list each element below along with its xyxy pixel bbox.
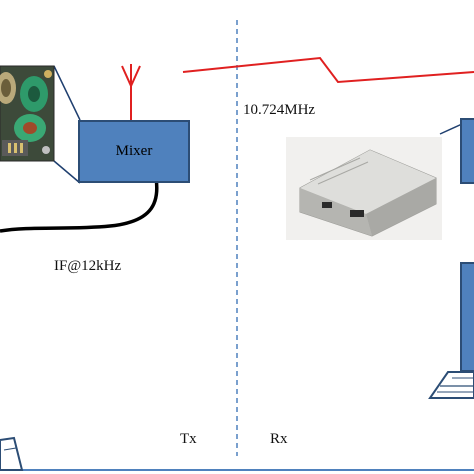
if-cable <box>0 177 159 233</box>
antenna-icon <box>121 64 141 120</box>
rx-label: Rx <box>270 431 288 447</box>
circuit-board-photo <box>0 65 55 162</box>
laptop-screen <box>460 262 474 372</box>
rx-frequency-label: 10.724MHz <box>243 102 316 118</box>
laptop-icon <box>428 371 474 399</box>
rx-block-top <box>460 118 474 184</box>
mixer-block: Mixer <box>78 120 190 183</box>
tx-label: Tx <box>180 431 197 447</box>
receiver-device-photo <box>286 137 442 240</box>
tx-laptop-icon <box>0 436 24 471</box>
connector-bottom <box>53 160 81 184</box>
if-frequency-label: IF@12kHz <box>54 258 122 274</box>
connector-top <box>53 65 81 121</box>
rf-link <box>182 56 474 84</box>
rx-connector <box>439 123 463 135</box>
mixer-label: Mixer <box>115 143 153 159</box>
